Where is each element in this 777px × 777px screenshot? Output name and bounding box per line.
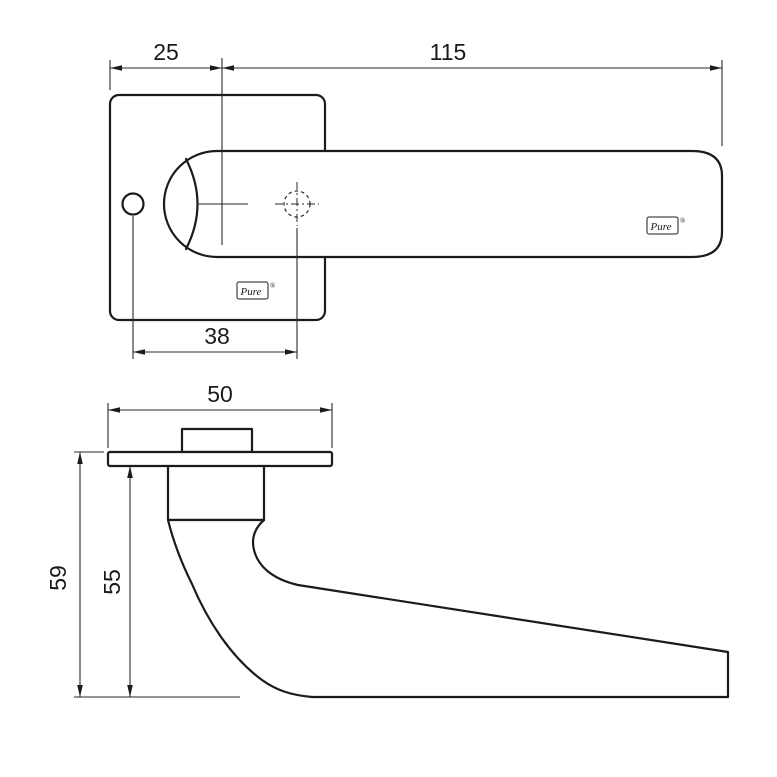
dimension-25: 25 [109,39,222,90]
logo-frame [236,281,269,300]
dimension-55: 55 [99,466,133,697]
dimension-label-38: 38 [204,323,230,349]
lever-front-outline [162,149,724,259]
dimension-label-115: 115 [430,39,467,65]
lever-logo: Pure ® [646,216,686,235]
registered-mark: ® [680,217,686,225]
rosette-hole [121,192,145,216]
logo-text: Pure [240,286,262,298]
dimension-50: 50 [107,381,333,448]
rosette-side-plate [106,450,334,468]
dimension-label-25: 25 [153,39,179,65]
spindle-collar-side [180,427,254,454]
registered-mark: ® [270,282,276,290]
dimension-59: 59 [45,452,83,697]
dimension-label-59: 59 [45,565,71,591]
rosette-logo: Pure ® [236,281,276,300]
lever-side-outline [166,518,730,699]
side-view: 50 59 55 [45,381,730,699]
logo-frame [646,216,679,235]
spindle-marker [275,182,319,226]
logo-text: Pure [650,221,672,233]
front-view: 25 115 38 Pure ® [108,39,724,359]
dimension-115: 115 [222,39,723,146]
dimension-38: 38 [132,216,298,359]
dimension-label-50: 50 [207,381,233,407]
dimension-label-55: 55 [99,569,125,595]
